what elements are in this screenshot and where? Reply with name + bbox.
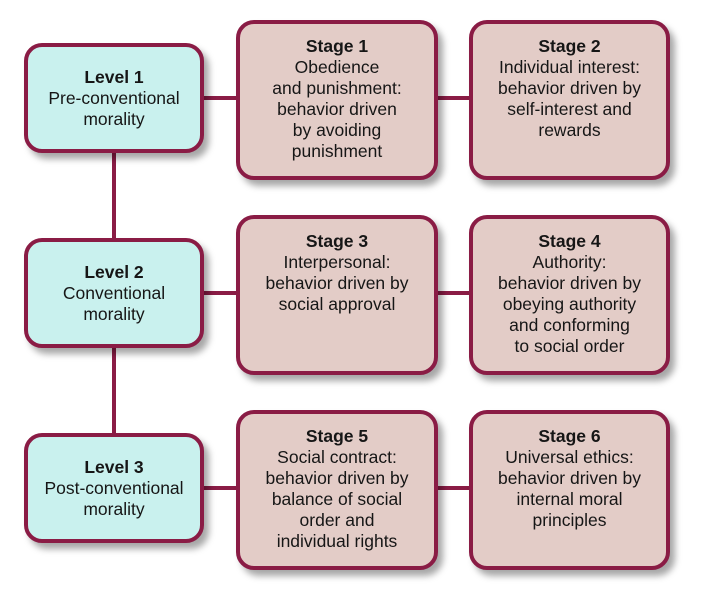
level-1-title: Level 1 [84,66,144,87]
level-3-title: Level 3 [84,456,144,477]
stage-2-description: Individual interest: behavior driven by … [498,57,641,140]
level-1-box: Level 1 Pre-conventional morality [24,43,204,153]
stage-3-description: Interpersonal: behavior driven by social… [265,252,409,314]
stage-2-title: Stage 2 [538,36,601,56]
level-1-description: Pre-conventional morality [48,87,180,129]
stage-4-title: Stage 4 [538,231,601,251]
level-3-box: Level 3 Post-conventional morality [24,433,204,543]
stage-1-box: Stage 1 Obedience and punishment: behavi… [236,20,438,180]
stage-5-box: Stage 5 Social contract: behavior driven… [236,410,438,570]
level-2-title: Level 2 [84,261,144,282]
stage-6-description: Universal ethics: behavior driven by int… [498,447,641,530]
stage-3-title: Stage 3 [305,231,369,251]
level-2-box: Level 2 Conventional morality [24,238,204,348]
stage-2-box: Stage 2 Individual interest: behavior dr… [469,20,670,180]
stage-4-description: Authority: behavior driven by obeying au… [498,252,641,356]
stage-6-box: Stage 6 Universal ethics: behavior drive… [469,410,670,570]
stage-4-box: Stage 4 Authority: behavior driven by ob… [469,215,670,375]
stage-1-description: Obedience and punishment: behavior drive… [272,57,402,161]
level-2-description: Conventional morality [62,282,166,324]
stage-5-title: Stage 5 [305,426,369,446]
stage-6-title: Stage 6 [538,426,601,446]
stage-1-title: Stage 1 [305,36,369,56]
stage-3-box: Stage 3 Interpersonal: behavior driven b… [236,215,438,375]
level-3-description: Post-conventional morality [44,477,184,519]
stage-5-description: Social contract: behavior driven by bala… [265,447,409,551]
